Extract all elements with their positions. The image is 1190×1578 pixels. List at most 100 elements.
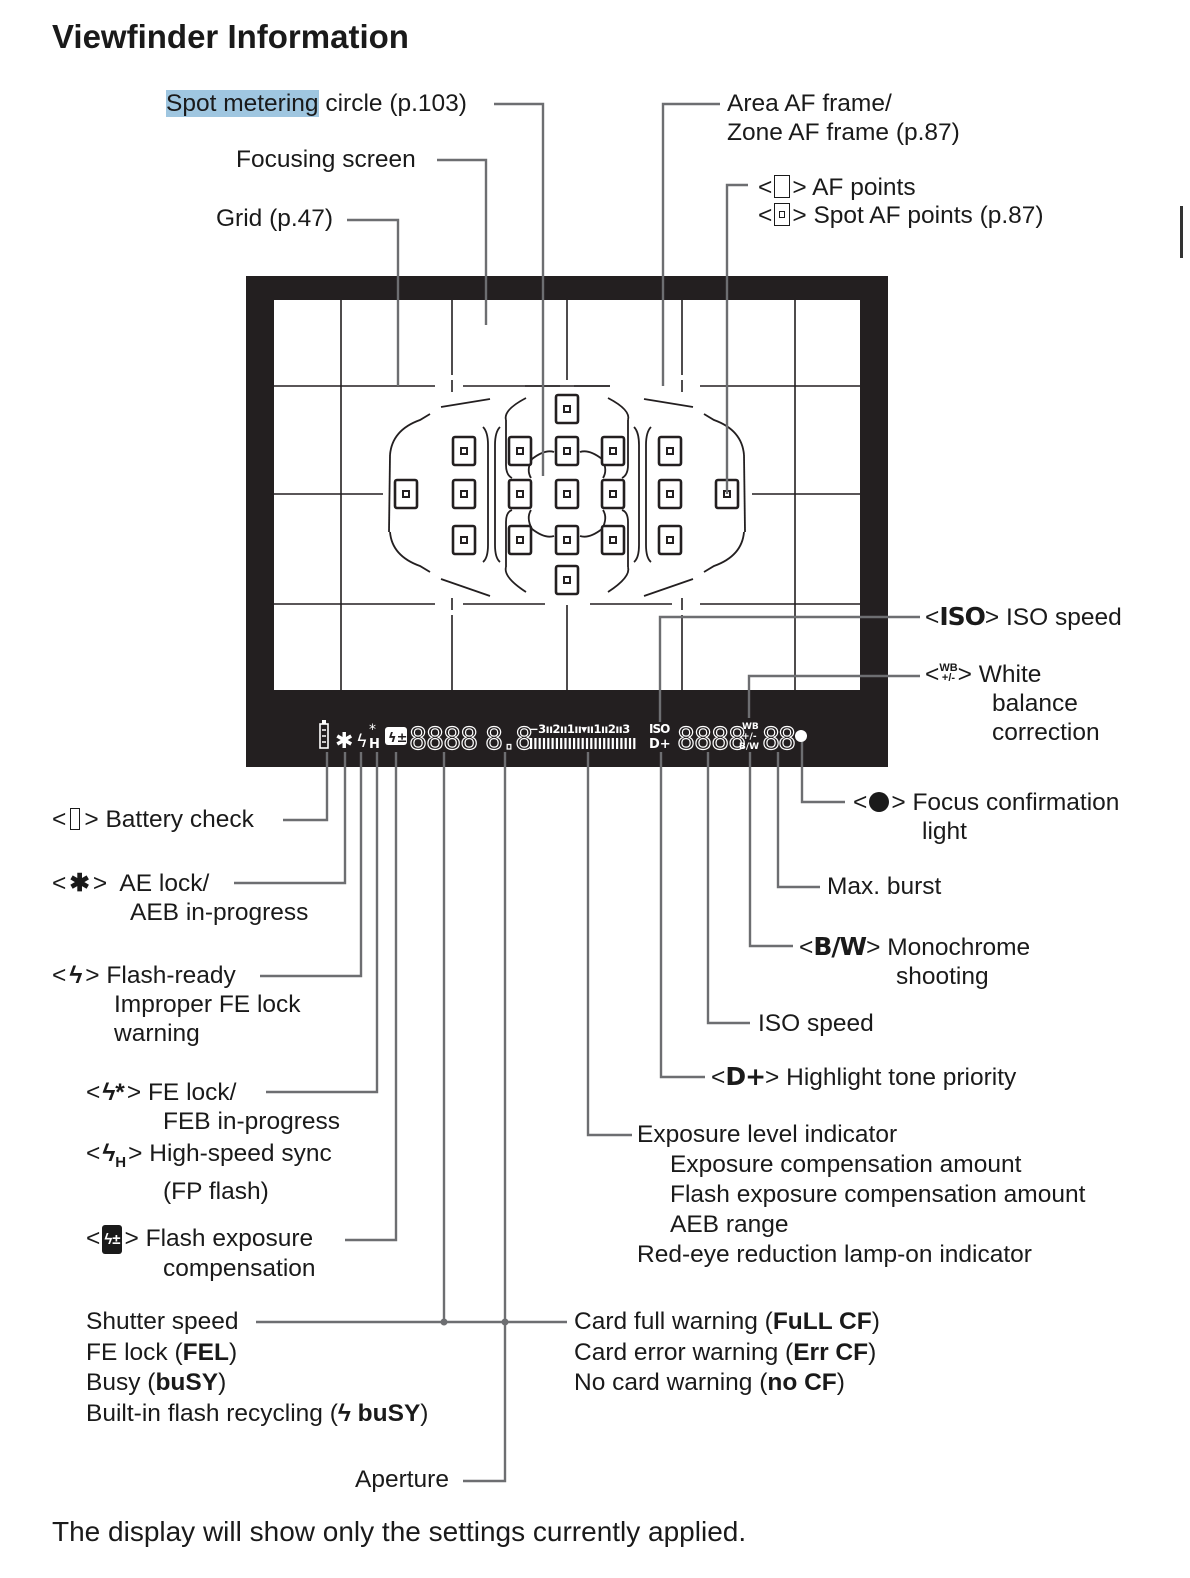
bw-icon: B/W xyxy=(813,932,867,961)
af-point xyxy=(507,478,533,510)
hss-lcd-icon: H xyxy=(369,737,380,752)
exposure-bar-segment xyxy=(598,738,601,749)
builtin-flash-label: Built-in flash recycling (ϟ buSY) xyxy=(86,1399,429,1427)
iso-speed-label: <ISO> ISO speed xyxy=(925,602,1122,631)
iso-lcd-tag: ISO xyxy=(649,722,670,736)
spot-af-point xyxy=(460,447,468,455)
af-point xyxy=(600,478,626,510)
exposure-bar-segment xyxy=(590,738,593,749)
af-point xyxy=(507,524,533,556)
af-point xyxy=(451,478,477,510)
exposure-bar-segment xyxy=(628,738,632,749)
grid-label: Grid (p.47) xyxy=(216,205,334,232)
af-point xyxy=(554,478,580,510)
flash-lcd-icon: ϟ xyxy=(356,731,368,752)
footer-note: The display will show only the settings … xyxy=(52,1516,747,1547)
focusing-screen-label: Focusing screen xyxy=(236,146,416,173)
spot-af-point xyxy=(402,490,410,498)
spot-af-point xyxy=(563,490,571,498)
fec-lcd-icon xyxy=(385,727,407,745)
exposure-bar-segment xyxy=(530,738,533,749)
fec-label: <ϟ±> Flash exposure compensation xyxy=(86,1225,316,1282)
spot-af-point xyxy=(460,536,468,544)
ae-lock-label: <✱> AE lock/ AEB in-progress xyxy=(52,870,309,926)
exposure-bar-segment xyxy=(620,738,623,749)
af-point xyxy=(657,524,683,556)
iso-speed-2-label: ISO speed xyxy=(758,1010,874,1037)
spot-af-point xyxy=(666,490,674,498)
exposure-bar-segment xyxy=(624,738,627,749)
area-af-frame xyxy=(388,397,746,597)
spot-af-point xyxy=(563,576,571,584)
exposure-bar-segment xyxy=(560,738,563,749)
spot-af-point-icon xyxy=(774,203,791,226)
exposure-bar-segment xyxy=(594,738,597,749)
wb-pm-lcd-tag: +/- xyxy=(742,732,757,742)
flash-icon: ϟ xyxy=(69,962,83,989)
af-point xyxy=(657,478,683,510)
flash-small-icon: ϟ xyxy=(337,1399,358,1427)
high-speed-sync-label: <ϟH> High-speed sync (FP flash) xyxy=(86,1140,332,1205)
exposure-bar-segment xyxy=(633,738,636,749)
spot-af-point xyxy=(609,490,617,498)
leader-lines xyxy=(234,102,920,1483)
focus-confirm-lcd-dot xyxy=(795,730,807,742)
exposure-bar-segment xyxy=(542,738,546,749)
spot-af-point xyxy=(460,490,468,498)
exposure-bar-segment xyxy=(585,738,589,749)
burst-lcd-digits: 88 xyxy=(762,722,795,757)
af-point xyxy=(554,393,580,425)
exposure-bar-segment xyxy=(547,738,550,749)
af-point xyxy=(451,435,477,467)
exposure-bar-segment xyxy=(581,738,584,749)
exposure-bar-segment xyxy=(607,738,610,749)
spot-af-point xyxy=(563,536,571,544)
svg-text:ϟ±: ϟ± xyxy=(388,731,407,746)
spot-af-points-label: <> Spot AF points (p.87) xyxy=(758,202,1044,229)
aperture-label: Aperture xyxy=(355,1466,449,1493)
exposure-bar-segment xyxy=(577,738,580,749)
card-full-label: Card full warning (FuLL CF) xyxy=(574,1308,880,1335)
spot-af-point xyxy=(563,447,571,455)
hss-icon: ϟH xyxy=(102,1140,127,1171)
grid-lines xyxy=(274,300,860,690)
exposure-scale: −3ıı2ıı1ıı▾ıı1ıı2ıı3 xyxy=(529,722,630,736)
wb-icon: WB+/- xyxy=(939,662,958,684)
battery-check-label: <> Battery check xyxy=(52,806,254,833)
page-edge-marker xyxy=(1180,206,1183,258)
exposure-bar-segment xyxy=(603,738,606,749)
spot-metering-highlight: Spot metering xyxy=(166,90,319,117)
af-point xyxy=(554,524,580,556)
max-burst-label: Max. burst xyxy=(827,873,942,900)
spot-af-point xyxy=(666,447,674,455)
exposure-bar-segment xyxy=(534,738,537,749)
fe-lock-icon: ϟ* xyxy=(102,1079,125,1106)
bw-lcd-tag: B/W xyxy=(739,742,759,752)
spot-af-point xyxy=(666,536,674,544)
exposure-bar-segment xyxy=(573,738,576,749)
exposure-bar-segment xyxy=(564,738,567,749)
spot-metering-label: Spot metering circle (p.103) xyxy=(166,90,467,117)
af-point xyxy=(451,524,477,556)
spot-af-point xyxy=(609,536,617,544)
dplus-lcd-tag: D+ xyxy=(649,737,671,752)
card-error-label: Card error warning (Err CF) xyxy=(574,1338,877,1366)
af-points xyxy=(393,393,740,596)
spot-af-point xyxy=(516,447,524,455)
af-point xyxy=(554,564,580,596)
aperture-junction xyxy=(501,1318,509,1326)
shutter-junction xyxy=(440,1318,448,1326)
highlight-tone-label: <D+> Highlight tone priority xyxy=(711,1062,1017,1091)
exposure-bar-segment xyxy=(611,738,614,749)
fe-lock-fel: FE lock (FEL) xyxy=(86,1338,238,1366)
ae-lock-lcd-icon: ✱ xyxy=(335,729,353,754)
busy-label: Busy (buSY) xyxy=(86,1369,227,1396)
exposure-level-label: Exposure level indicator Exposure compen… xyxy=(637,1121,1086,1268)
wb-correction-label: <WB+/-> White balance correction xyxy=(925,661,1100,746)
aperture-lcd-digits: 8.8 xyxy=(485,722,532,757)
af-point xyxy=(507,435,533,467)
focus-dot-icon xyxy=(869,792,890,812)
focus-confirmation-label: <> Focus confirmation light xyxy=(853,789,1120,845)
flash-exposure-comp-icon: ϟ± xyxy=(102,1225,123,1254)
